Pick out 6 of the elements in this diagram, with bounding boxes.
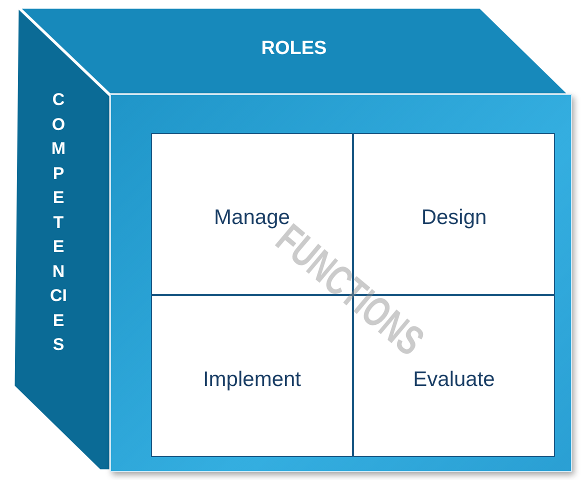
- face-label: ROLES: [260, 38, 328, 60]
- face-label: COMPETENCIES: [50, 89, 67, 356]
- cell-label: Design: [421, 206, 487, 229]
- front-face: [110, 94, 572, 472]
- cell-label: Evaluate: [413, 368, 495, 392]
- cell-label: Implement: [202, 368, 302, 392]
